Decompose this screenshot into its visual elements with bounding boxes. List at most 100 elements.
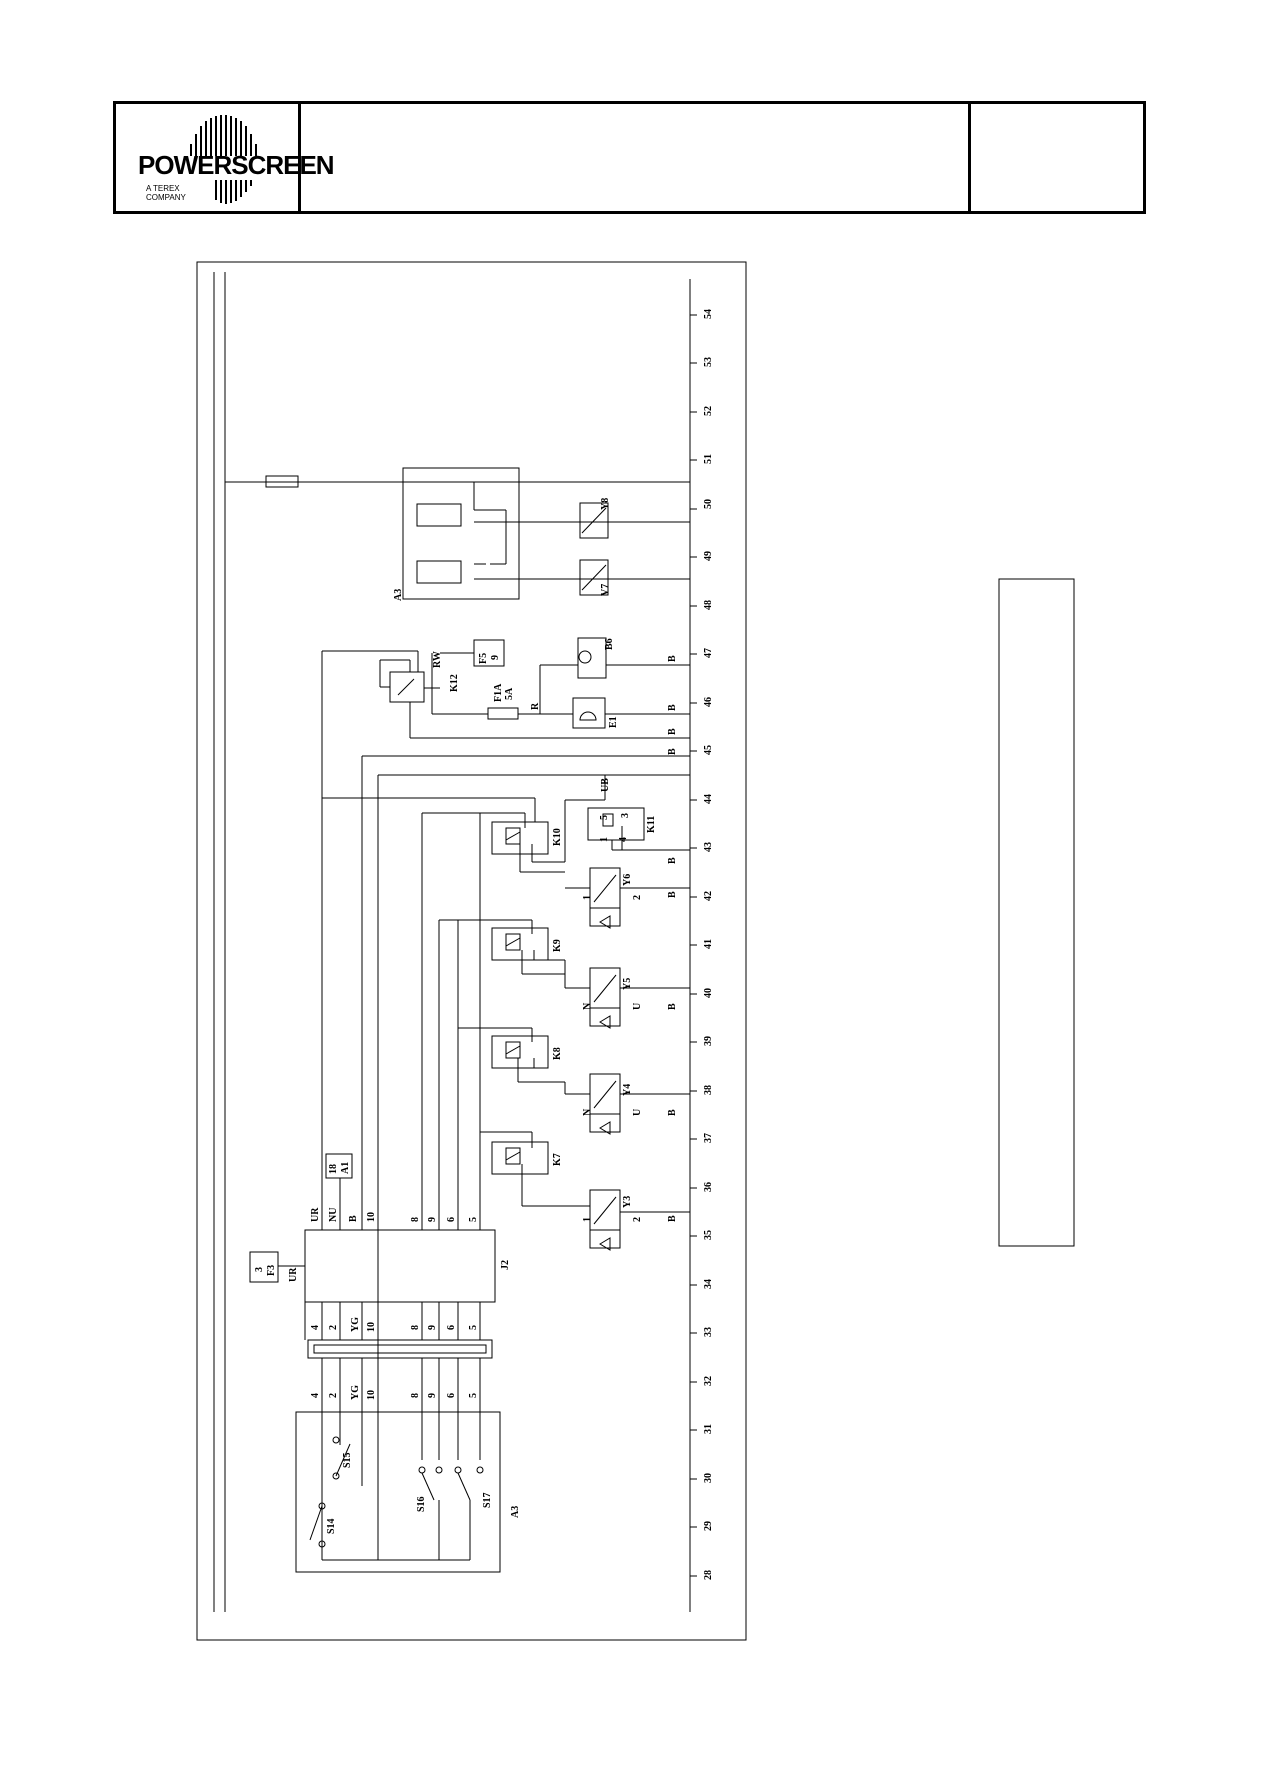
logo-mark (190, 115, 257, 204)
label-y4-u: U (632, 1109, 643, 1116)
ruler-30: 30 (703, 1473, 714, 1483)
label-a3-top: A3 (393, 589, 404, 601)
label-b6: B6 (604, 638, 615, 650)
wire-low-1: 2 (328, 1393, 339, 1398)
label-k10: K10 (552, 828, 563, 846)
label-b-46: B (667, 704, 678, 711)
label-a1: A1 (340, 1162, 351, 1174)
label-y6: Y6 (622, 874, 633, 886)
label-k11-pin4: 4 (618, 837, 629, 842)
label-ur-f3: UR (288, 1267, 299, 1282)
label-y4-n: N (582, 1108, 593, 1116)
ruler-52: 52 (703, 406, 714, 416)
relay-k8 (491, 1035, 549, 1069)
ruler-42: 42 (703, 891, 714, 901)
label-y6-pin2: 2 (632, 895, 643, 900)
label-k8: K8 (552, 1047, 563, 1060)
wire-upper-3: 10 (366, 1212, 377, 1222)
ruler-54: 54 (703, 309, 714, 319)
wire-mid-0: 4 (310, 1325, 321, 1330)
label-b-43: B (667, 857, 678, 864)
a3-bottom-box (295, 1411, 501, 1573)
wire-mid-2: YG (350, 1317, 361, 1332)
label-y3-pin2: 2 (632, 1217, 643, 1222)
wire-upper-6: 6 (446, 1217, 457, 1222)
ruler-40: 40 (703, 988, 714, 998)
ruler-29: 29 (703, 1521, 714, 1531)
ruler-38: 38 (703, 1085, 714, 1095)
label-b-42: B (667, 891, 678, 898)
wire-low-5: 9 (427, 1393, 438, 1398)
label-k11-pin5: 5 (599, 815, 610, 820)
relay-k12 (389, 671, 425, 703)
title-block: POWERSCREEN A TEREX COMPANY (113, 101, 1146, 214)
wire-upper-4: 8 (410, 1217, 421, 1222)
relay-k11 (587, 807, 645, 841)
label-y4: Y4 (622, 1084, 633, 1096)
label-s16: S16 (416, 1496, 427, 1512)
wire-low-2: YG (350, 1385, 361, 1400)
coil-y8 (579, 502, 609, 539)
label-y5: Y5 (622, 978, 633, 990)
connector-j2 (304, 1229, 496, 1303)
ruler-35: 35 (703, 1230, 714, 1240)
wire-low-7: 5 (468, 1393, 479, 1398)
ruler-53: 53 (703, 357, 714, 367)
fuse-top (265, 475, 299, 488)
ref-a1 (325, 1153, 353, 1179)
label-y6-pin1: 1 (582, 895, 593, 900)
ruler-44: 44 (703, 794, 714, 804)
label-k9: K9 (552, 939, 563, 952)
label-s14: S14 (326, 1518, 337, 1534)
wire-low-6: 6 (446, 1393, 457, 1398)
label-y5-n: N (582, 1002, 593, 1010)
ruler-49: 49 (703, 551, 714, 561)
label-ub: UB (600, 778, 611, 792)
wire-upper-2: B (348, 1215, 359, 1222)
label-k11-pin3: 3 (620, 813, 631, 818)
label-a1-num: 18 (328, 1164, 339, 1174)
ruler-36: 36 (703, 1182, 714, 1192)
title-cell (298, 104, 971, 211)
wire-upper-7: 5 (468, 1217, 479, 1222)
wire-low-0: 4 (310, 1393, 321, 1398)
horn-b6 (577, 637, 607, 679)
logo-sub-line-2: COMPANY (146, 193, 186, 202)
label-b-40: B (667, 1003, 678, 1010)
wire-mid-1: 2 (328, 1325, 339, 1330)
lamp-e1 (572, 697, 606, 729)
label-b-47: B (667, 655, 678, 662)
relay-k9 (491, 927, 549, 961)
side-panel (998, 578, 1075, 1247)
label-s17: S17 (482, 1492, 493, 1508)
ruler-32: 32 (703, 1376, 714, 1386)
label-f5: F5 (478, 653, 489, 664)
label-a3-bottom: A3 (510, 1506, 521, 1518)
wire-upper-1: NU (328, 1208, 339, 1222)
wire-mid-6: 6 (446, 1325, 457, 1330)
wire-mid-5: 9 (427, 1325, 438, 1330)
label-f1a-rating: 5A (504, 687, 515, 700)
fuse-f1a (487, 707, 519, 720)
ruler-37: 37 (703, 1133, 714, 1143)
label-j2: J2 (500, 1260, 511, 1270)
a3-top-box (402, 467, 520, 600)
label-y7: V7 (600, 584, 611, 596)
ruler-28: 28 (703, 1570, 714, 1580)
wire-mid-7: 5 (468, 1325, 479, 1330)
wire-mid-3: 10 (366, 1322, 377, 1332)
wire-low-4: 8 (410, 1393, 421, 1398)
label-f3: F3 (266, 1265, 277, 1276)
logo-sub-line-1: A TEREX (146, 184, 180, 193)
logo-cell: POWERSCREEN A TEREX COMPANY (116, 104, 335, 211)
ruler-51: 51 (703, 454, 714, 464)
label-y3: Y3 (622, 1196, 633, 1208)
coil-y7 (579, 559, 609, 596)
label-b-38: B (667, 1109, 678, 1116)
ruler-41: 41 (703, 939, 714, 949)
label-y8: Y8 (600, 498, 611, 510)
relay-k7 (491, 1141, 549, 1175)
label-r: R (530, 702, 541, 710)
ruler-48: 48 (703, 600, 714, 610)
